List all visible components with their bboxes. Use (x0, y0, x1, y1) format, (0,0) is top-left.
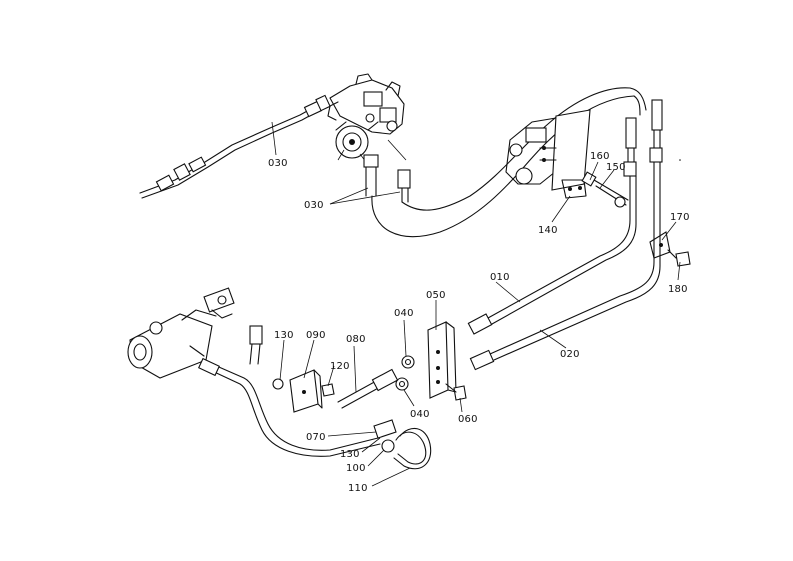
callout-170: 170 (670, 212, 690, 223)
callout-030-upper: 030 (268, 158, 288, 169)
pipe-010 (467, 175, 637, 335)
callout-070: 070 (306, 432, 326, 443)
nut-130-upper (272, 378, 284, 390)
fitting-pump-end (303, 94, 331, 118)
leader-lines (271, 121, 681, 487)
valve-bracket-140 (505, 109, 591, 199)
callout-010: 010 (490, 272, 510, 283)
callout-160: 160 (590, 151, 610, 162)
hydraulic-pump (327, 73, 405, 163)
callout-050: 050 (426, 290, 446, 301)
nut-130-lower (373, 419, 397, 439)
fitting-vertical-left (249, 325, 263, 365)
callout-labels: 030 030 160 150 140 170 180 010 020 050 … (268, 151, 690, 494)
callout-130-lower: 130 (340, 449, 360, 460)
nut-040-upper (401, 355, 415, 369)
callout-030-lower: 030 (304, 200, 324, 211)
callout-120: 120 (330, 361, 350, 372)
pipe-070 (197, 357, 381, 457)
fitting-left-end (155, 156, 207, 192)
speck-mark (679, 159, 681, 161)
callout-110: 110 (348, 483, 368, 494)
lift-cylinder (127, 287, 235, 379)
callout-040-lower: 040 (410, 409, 430, 420)
callout-020: 020 (560, 349, 580, 360)
pipe-020 (469, 161, 661, 371)
upper-right-fittings (623, 99, 663, 177)
callout-080: 080 (346, 334, 366, 345)
pipe-080 (337, 368, 399, 409)
bracket-050 (427, 321, 457, 399)
pump-outlet-fittings (363, 139, 411, 203)
union-100 (381, 439, 395, 453)
bolt-160 (581, 171, 629, 208)
bracket-090 (289, 369, 323, 413)
bolt-060 (445, 383, 467, 401)
callout-180: 180 (668, 284, 688, 295)
hose-110 (393, 427, 432, 470)
callout-100: 100 (346, 463, 366, 474)
callout-150: 150 (606, 162, 626, 173)
callout-090: 090 (306, 330, 326, 341)
bolt-180 (667, 249, 691, 267)
pipe-030-assembly (139, 73, 647, 238)
callout-040-upper: 040 (394, 308, 414, 319)
callout-140: 140 (538, 225, 558, 236)
nut-040-lower (395, 377, 409, 391)
callout-130-upper: 130 (274, 330, 294, 341)
callout-060: 060 (458, 414, 478, 425)
